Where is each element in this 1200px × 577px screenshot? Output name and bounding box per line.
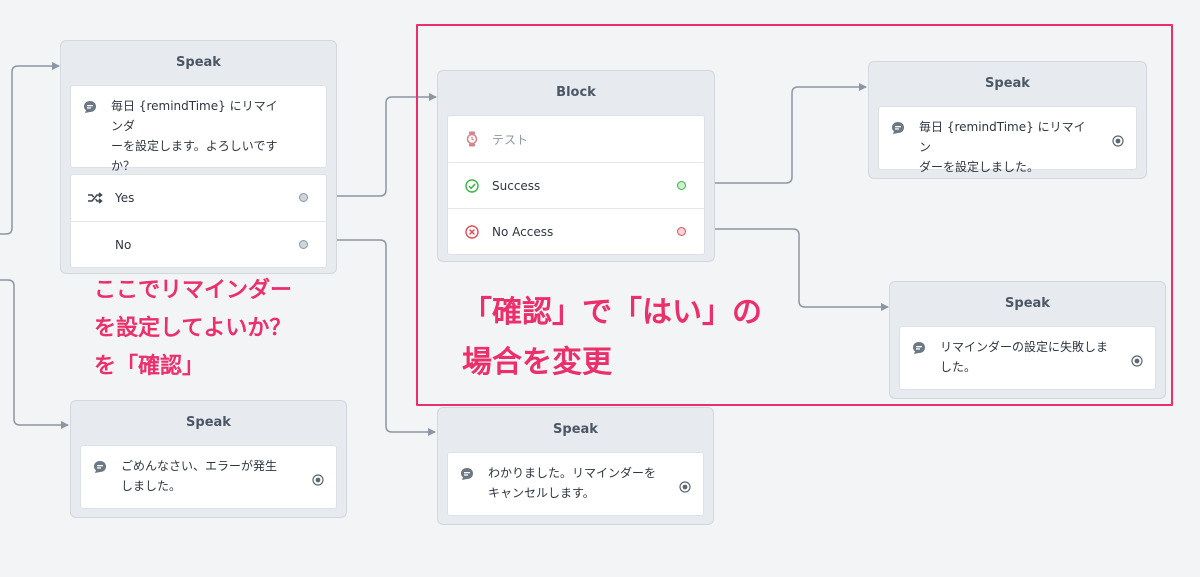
speak-node-success[interactable]: Speak 毎日 {remindTime} にリマイン ダーを設定しました。 bbox=[868, 61, 1147, 179]
radio-icon[interactable] bbox=[1131, 352, 1143, 371]
node-title: Block bbox=[556, 85, 596, 100]
block-step-label: テスト bbox=[492, 132, 529, 147]
connector-left-error bbox=[0, 279, 69, 429]
x-circle-icon bbox=[464, 224, 480, 240]
speech-bubble-icon bbox=[83, 99, 97, 118]
node-title: Speak bbox=[985, 76, 1030, 91]
check-circle-icon bbox=[464, 178, 480, 194]
speech-bubble-icon bbox=[891, 120, 905, 139]
block-step-label: Success bbox=[492, 178, 541, 193]
radio-icon[interactable] bbox=[1112, 132, 1124, 151]
speak-message-text: わかりました。リマインダーを キャンセルします。 bbox=[488, 466, 657, 500]
speak-node-error[interactable]: Speak ごめんなさい、エラーが発生 しました。 bbox=[70, 400, 347, 518]
speak-node-cancel[interactable]: Speak わかりました。リマインダーを キャンセルします。 bbox=[437, 407, 714, 525]
block-step-label: No Access bbox=[492, 224, 554, 239]
output-port-success[interactable] bbox=[677, 180, 686, 190]
radio-icon[interactable] bbox=[312, 471, 324, 490]
node-title: Speak bbox=[176, 55, 221, 70]
speak-message-text: 毎日 {remindTime} にリマイン ダーを設定しました。 bbox=[919, 120, 1086, 174]
block-steps: テスト Success No Access bbox=[447, 115, 705, 255]
radio-icon[interactable] bbox=[679, 478, 691, 497]
annotation-box: 「確認」で「はい」の 場合を変更 bbox=[462, 295, 762, 380]
choice-option-no[interactable]: No bbox=[71, 221, 326, 267]
speech-bubble-icon bbox=[912, 340, 926, 359]
connector-left-entry bbox=[0, 62, 60, 235]
node-title: Speak bbox=[1005, 296, 1050, 311]
speak-message-step[interactable]: 毎日 {remindTime} にリマイン ダーを設定しました。 bbox=[878, 106, 1137, 174]
choice-option-yes[interactable]: Yes bbox=[71, 175, 326, 221]
block-node[interactable]: Block テスト Success No Access bbox=[437, 70, 715, 262]
node-title: Speak bbox=[553, 422, 598, 437]
watch-icon bbox=[464, 131, 480, 147]
speak-message-text: ごめんなさい、エラーが発生 しました。 bbox=[121, 459, 278, 493]
block-step-success[interactable]: Success bbox=[448, 162, 704, 208]
speak-message-step[interactable]: 毎日 {remindTime} にリマインダ ーを設定します。よろしいです か？ bbox=[70, 85, 327, 173]
block-step-test[interactable]: テスト bbox=[448, 116, 704, 162]
speak-message-text: リマインダーの設定に失敗しま した。 bbox=[940, 340, 1109, 374]
block-step-no-access[interactable]: No Access bbox=[448, 208, 704, 254]
speak-message-step[interactable]: リマインダーの設定に失敗しま した。 bbox=[899, 326, 1156, 390]
output-port-no-access[interactable] bbox=[677, 226, 686, 236]
speech-bubble-icon bbox=[460, 466, 474, 485]
highlight-box bbox=[416, 24, 1173, 406]
speak-node-failure[interactable]: Speak リマインダーの設定に失敗しま した。 bbox=[889, 281, 1166, 399]
choice-options: Yes No bbox=[70, 174, 327, 268]
annotation-left: ここでリマインダー を設定してよいか？ を「確認」 bbox=[94, 278, 293, 379]
choice-label: No bbox=[115, 237, 132, 252]
choice-label: Yes bbox=[115, 191, 135, 205]
speak-message-text: 毎日 {remindTime} にリマインダ ーを設定します。よろしいです か？ bbox=[111, 99, 278, 173]
speak-node-confirm[interactable]: Speak 毎日 {remindTime} にリマインダ ーを設定します。よろし… bbox=[60, 40, 337, 274]
speak-message-step[interactable]: わかりました。リマインダーを キャンセルします。 bbox=[447, 452, 704, 516]
output-port[interactable] bbox=[299, 239, 308, 249]
node-title: Speak bbox=[186, 415, 231, 430]
speech-bubble-icon bbox=[93, 459, 107, 478]
shuffle-icon bbox=[87, 190, 103, 206]
speak-message-step[interactable]: ごめんなさい、エラーが発生 しました。 bbox=[80, 445, 337, 509]
output-port[interactable] bbox=[299, 193, 308, 202]
